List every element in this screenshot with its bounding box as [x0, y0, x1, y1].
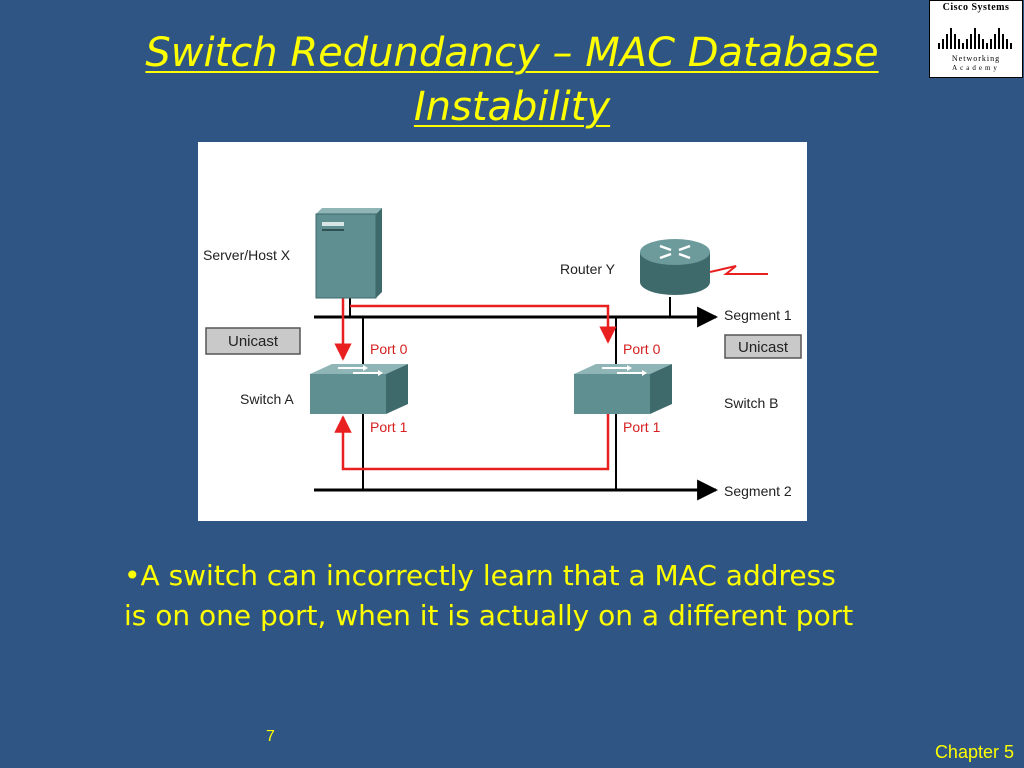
switch-b-label: Switch B — [724, 395, 778, 411]
logo-networking: Networking — [951, 54, 1001, 63]
server-icon — [315, 208, 382, 299]
switch-a-port1-label: Port 1 — [370, 419, 408, 435]
switch-b-icon — [574, 364, 672, 414]
diagram-canvas: Unicast Unicast Server/Host X Router Y S… — [203, 208, 802, 501]
logo-academy: Academy — [952, 64, 1000, 72]
segment1-label: Segment 1 — [724, 307, 792, 323]
unicast-label-right: Unicast — [724, 334, 802, 359]
segment2-label: Segment 2 — [724, 483, 792, 499]
logo-cisco-systems: Cisco Systems — [942, 2, 1010, 13]
bullet-text: •A switch can incorrectly learn that a M… — [124, 559, 854, 632]
slide-title-line1: Switch Redundancy – MAC Database — [145, 30, 879, 76]
server-label: Server/Host X — [203, 247, 291, 263]
unicast-right-text: Unicast — [738, 339, 789, 356]
switch-a-label: Switch A — [240, 391, 294, 407]
switch-a-port0-label: Port 0 — [370, 341, 408, 357]
loop-path — [334, 414, 610, 471]
chapter-label: Chapter 5 — [934, 742, 1014, 762]
logo-bridge-icon — [938, 28, 1012, 49]
slide-title-line2: Instability — [413, 84, 611, 130]
unicast-left-text: Unicast — [228, 333, 279, 350]
slide-title: Switch Redundancy – MAC Database Instabi… — [0, 26, 1024, 134]
switch-a-icon — [310, 364, 408, 414]
cisco-networking-academy-logo: Cisco Systems Networking Academy — [929, 0, 1023, 78]
router-label: Router Y — [560, 261, 616, 277]
network-diagram: Unicast Unicast Server/Host X Router Y S… — [198, 142, 807, 521]
slide-number: 7 — [266, 728, 275, 745]
unicast-path-to-switch-b — [350, 304, 617, 344]
unicast-label-left: Unicast — [205, 327, 301, 355]
switch-b-port0-label: Port 0 — [623, 341, 661, 357]
router-icon — [640, 239, 768, 295]
switch-b-port1-label: Port 1 — [623, 419, 661, 435]
